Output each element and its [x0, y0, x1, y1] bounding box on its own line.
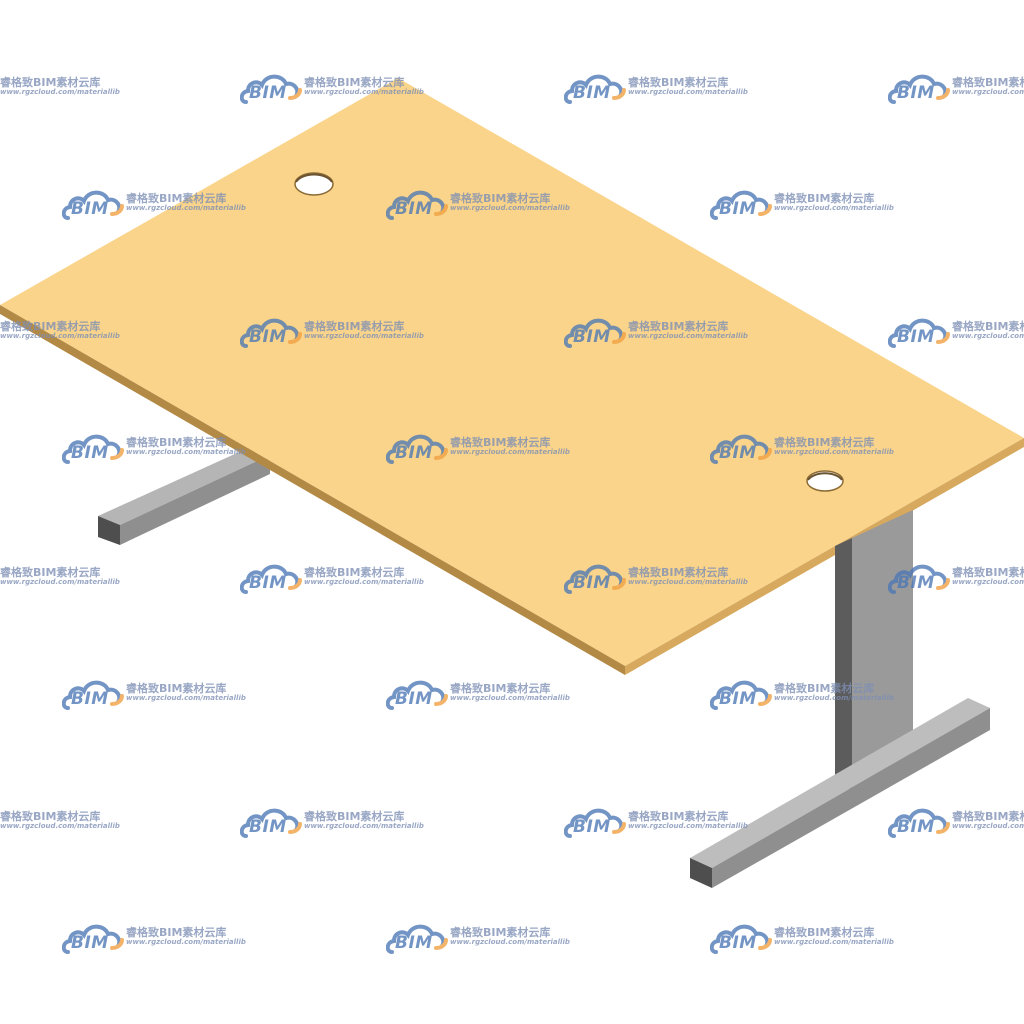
front-right-leg [690, 510, 990, 888]
tabletop [0, 78, 1024, 675]
back-left-foot [98, 448, 270, 545]
grommet-hole-front [806, 470, 844, 492]
grommet-hole-back [294, 172, 334, 196]
